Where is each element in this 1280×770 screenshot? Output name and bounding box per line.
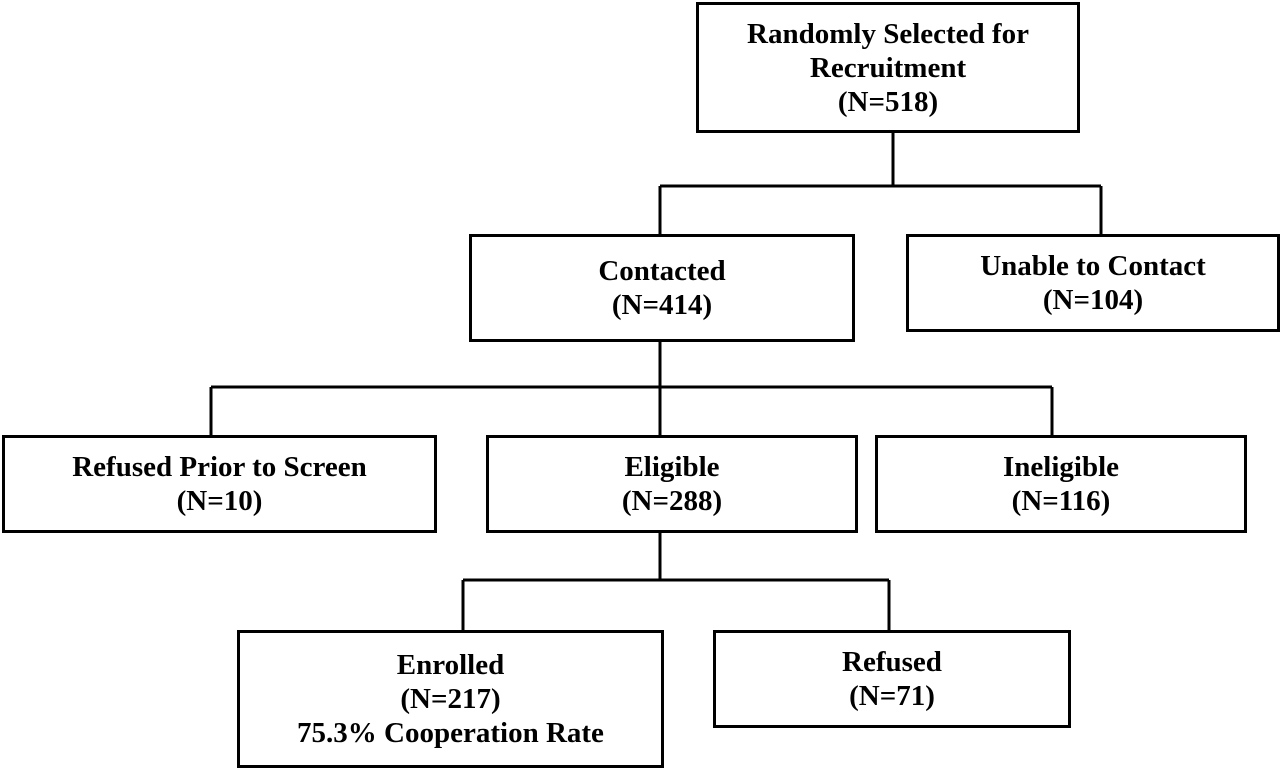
node-randomly-selected: Randomly Selected for Recruitment (N=518… [696,2,1080,133]
node-count: (N=217) [400,683,501,715]
node-refused: Refused (N=71) [713,630,1071,728]
node-eligible: Eligible (N=288) [486,435,858,533]
node-count: (N=518) [837,85,939,118]
node-count: (N=414) [611,289,713,321]
node-label-line: Eligible [624,451,720,483]
node-unable-to-contact: Unable to Contact (N=104) [906,234,1280,332]
node-count: (N=10) [176,485,263,517]
node-label-line: Refused [842,646,942,678]
node-label-line: Refused Prior to Screen [72,451,367,483]
node-refused-prior-to-screen: Refused Prior to Screen (N=10) [2,435,437,533]
node-label-line: Randomly Selected for [747,17,1029,50]
node-label-line: Contacted [598,255,726,287]
node-cooperation-rate: 75.3% Cooperation Rate [297,717,604,749]
node-enrolled: Enrolled (N=217) 75.3% Cooperation Rate [237,630,664,768]
node-label-line: Ineligible [1002,451,1119,483]
node-count: (N=71) [849,680,935,712]
node-ineligible: Ineligible (N=116) [875,435,1247,533]
node-label-line: Unable to Contact [980,250,1206,282]
node-count: (N=104) [1042,284,1144,316]
node-count: (N=288) [621,485,723,517]
node-label-line: Recruitment [809,51,967,84]
node-count: (N=116) [1011,485,1111,517]
node-contacted: Contacted (N=414) [469,234,855,342]
node-label-line: Enrolled [396,649,505,681]
